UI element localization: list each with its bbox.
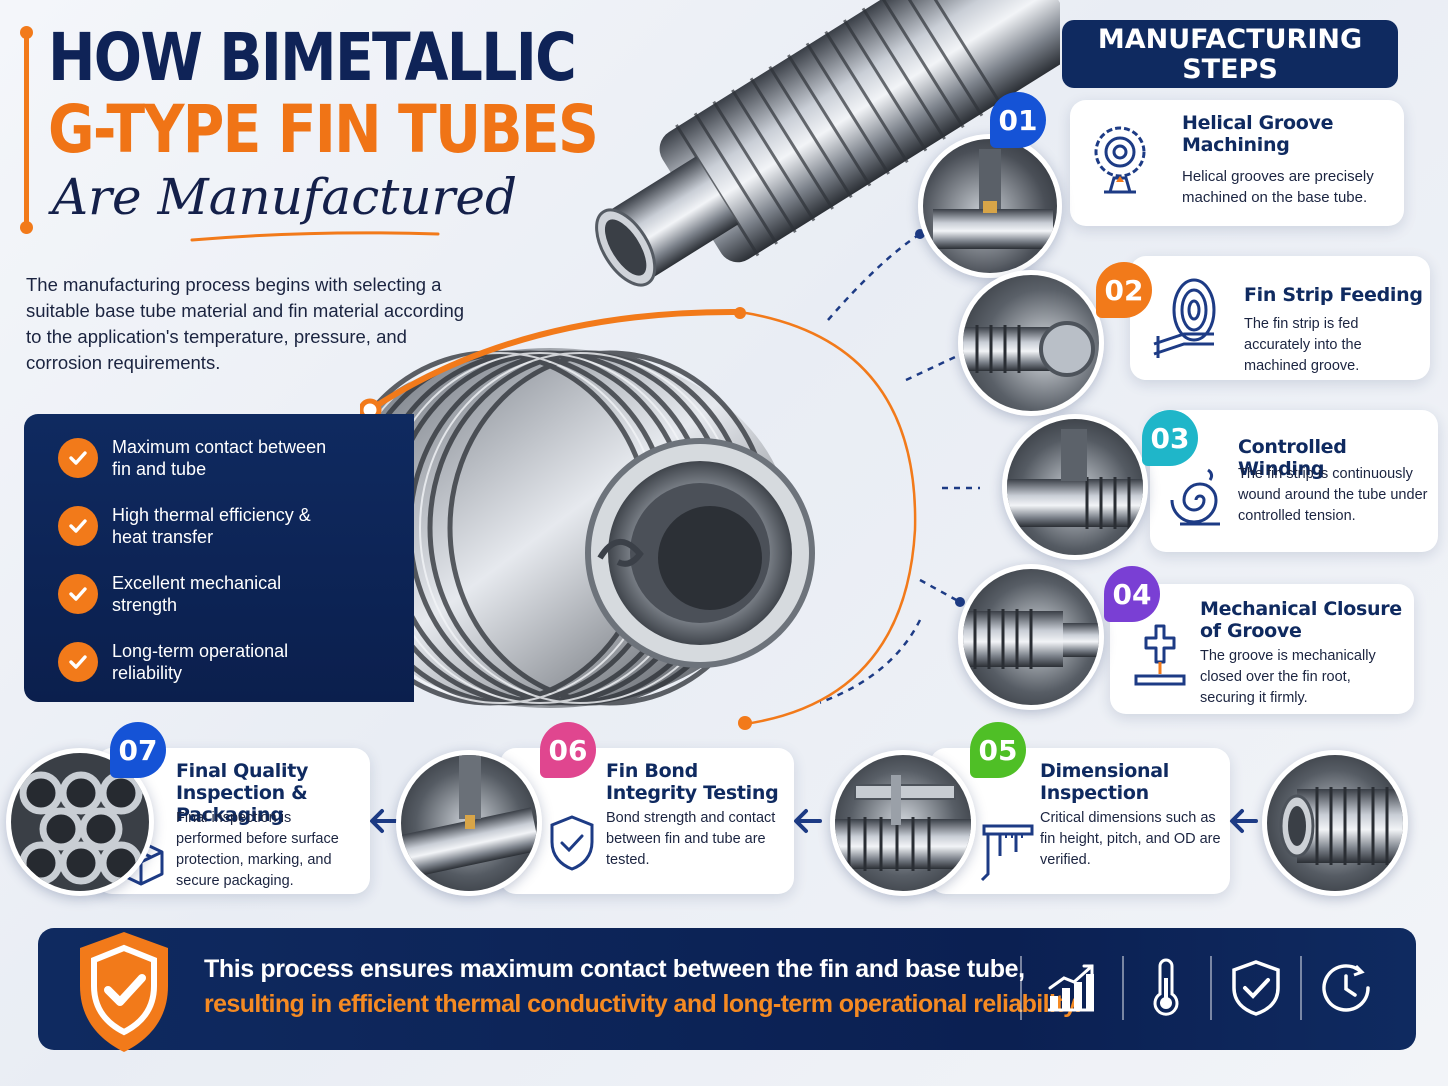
clock-icon bbox=[1322, 964, 1370, 1012]
step-photo-04 bbox=[958, 564, 1104, 710]
step-number: 06 bbox=[548, 733, 588, 767]
step-card-01: Helical Groove Machining Helical grooves… bbox=[1070, 100, 1404, 226]
benefit-label: Long-term operational reliability bbox=[112, 641, 289, 683]
shield-check-icon bbox=[80, 932, 168, 1052]
step-card-03: Controlled Winding The fin strip is cont… bbox=[1150, 410, 1438, 552]
strip-roll-icon bbox=[1153, 278, 1216, 358]
title-accent-bar bbox=[20, 26, 33, 234]
top-fin-tube-image bbox=[595, 0, 1060, 287]
step-card-02: Fin Strip Feeding The fin strip is fed a… bbox=[1130, 256, 1430, 380]
check-icon bbox=[58, 642, 98, 682]
title-accent-dot bbox=[20, 221, 33, 234]
banner-text-line1: This process ensures maximum contact bet… bbox=[204, 955, 1025, 983]
flow-arrow-left-icon bbox=[370, 809, 398, 833]
step-title: Controlled Winding bbox=[1238, 436, 1347, 480]
summary-banner bbox=[38, 928, 1416, 1050]
step-number-badge: 02 bbox=[1096, 262, 1152, 318]
step-number-badge: 01 bbox=[990, 92, 1046, 148]
step-photo-07 bbox=[6, 748, 154, 896]
step-title: Helical Groove Machining bbox=[1182, 112, 1334, 156]
step-photo-05 bbox=[830, 750, 976, 896]
step-number: 07 bbox=[118, 733, 158, 767]
steps-header: MANUFACTURING STEPS bbox=[1062, 20, 1398, 88]
check-icon bbox=[58, 574, 98, 614]
orange-arc-decoration bbox=[360, 307, 917, 730]
benefit-label: Maximum contact between fin and tube bbox=[112, 437, 327, 479]
thermometer-icon bbox=[1153, 958, 1179, 1016]
step-title: Final Quality Inspection & Packaging bbox=[176, 760, 309, 826]
page-title-script: Are Manufactured bbox=[52, 168, 518, 226]
step-number-badge: 05 bbox=[970, 722, 1026, 778]
benefit-label: High thermal efficiency & heat transfer bbox=[112, 505, 311, 547]
banner-text-line2: resulting in efficient thermal conductiv… bbox=[204, 990, 1081, 1018]
step-title: Dimensional Inspection bbox=[1040, 760, 1169, 804]
step-description: The groove is mechanically closed over t… bbox=[1200, 648, 1376, 706]
steps-header-line1: MANUFACTURING bbox=[1097, 24, 1363, 55]
page-title-line1: HOW BIMETALLIC bbox=[48, 19, 577, 96]
step-number-badge: 03 bbox=[1142, 410, 1198, 466]
benefit-item: Excellent mechanical strength bbox=[58, 572, 342, 616]
step-description: Bond strength and contact between fin an… bbox=[606, 810, 776, 868]
finished-tube-photo bbox=[1262, 750, 1408, 896]
step-number: 01 bbox=[998, 103, 1038, 137]
banner-divider bbox=[1122, 956, 1124, 1020]
step-description: Helical grooves are precisely machined o… bbox=[1182, 168, 1374, 206]
flow-arrow-left-icon bbox=[1230, 809, 1258, 833]
step-photo-01 bbox=[918, 134, 1062, 278]
step-description: The fin strip is continuously wound arou… bbox=[1238, 466, 1428, 524]
press-tool-icon bbox=[1134, 624, 1186, 686]
step-number: 03 bbox=[1150, 421, 1190, 455]
step-title: Mechanical Closure of Groove bbox=[1200, 598, 1402, 642]
banner-divider bbox=[1210, 956, 1212, 1020]
step-title: Fin Bond Integrity Testing bbox=[606, 760, 779, 804]
benefit-item: Long-term operational reliability bbox=[58, 640, 342, 684]
step-number: 04 bbox=[1112, 577, 1152, 611]
step-card-07: Final Quality Inspection & Packaging Fin… bbox=[96, 748, 370, 894]
banner-divider bbox=[1020, 956, 1022, 1020]
page-title-line2: G-TYPE FIN TUBES bbox=[48, 91, 599, 168]
step-number-badge: 04 bbox=[1104, 566, 1160, 622]
step-description: Final inspection is performed before sur… bbox=[176, 810, 339, 889]
step-connector-lines bbox=[820, 229, 980, 704]
spiral-winding-icon bbox=[1170, 468, 1220, 526]
step-photo-03 bbox=[1002, 414, 1148, 560]
step-photo-02 bbox=[958, 270, 1104, 416]
check-icon bbox=[58, 438, 98, 478]
step-description: The fin strip is fed accurately into the… bbox=[1244, 316, 1362, 374]
benefit-item: Maximum contact between fin and tube bbox=[58, 436, 342, 480]
title-swoosh-decoration bbox=[190, 231, 440, 242]
step-number: 05 bbox=[978, 733, 1018, 767]
gear-groove-icon bbox=[1094, 126, 1146, 194]
banner-divider bbox=[1300, 956, 1302, 1020]
step-number: 02 bbox=[1104, 273, 1144, 307]
benefit-label: Excellent mechanical strength bbox=[112, 573, 282, 615]
step-title: Fin Strip Feeding bbox=[1244, 284, 1423, 306]
caliper-icon bbox=[980, 824, 1034, 882]
steps-header-line2: STEPS bbox=[1182, 54, 1278, 85]
step-photo-06 bbox=[396, 750, 542, 896]
flow-arrow-left-icon bbox=[794, 809, 822, 833]
step-card-04: Mechanical Closure of Groove The groove … bbox=[1110, 584, 1414, 714]
main-fin-tube-image bbox=[310, 348, 815, 708]
shield-check-icon bbox=[1232, 960, 1280, 1016]
step-number-badge: 06 bbox=[540, 722, 596, 778]
title-accent-dot bbox=[20, 26, 33, 39]
shield-check-icon bbox=[550, 815, 594, 871]
benefits-panel: Maximum contact between fin and tube Hig… bbox=[24, 414, 414, 702]
intro-paragraph: The manufacturing process begins with se… bbox=[26, 274, 465, 373]
step-number-badge: 07 bbox=[110, 722, 166, 778]
check-icon bbox=[58, 506, 98, 546]
step-description: Critical dimensions such as fin height, … bbox=[1040, 810, 1221, 868]
benefit-item: High thermal efficiency & heat transfer bbox=[58, 504, 342, 548]
growth-chart-icon bbox=[1048, 964, 1094, 1012]
